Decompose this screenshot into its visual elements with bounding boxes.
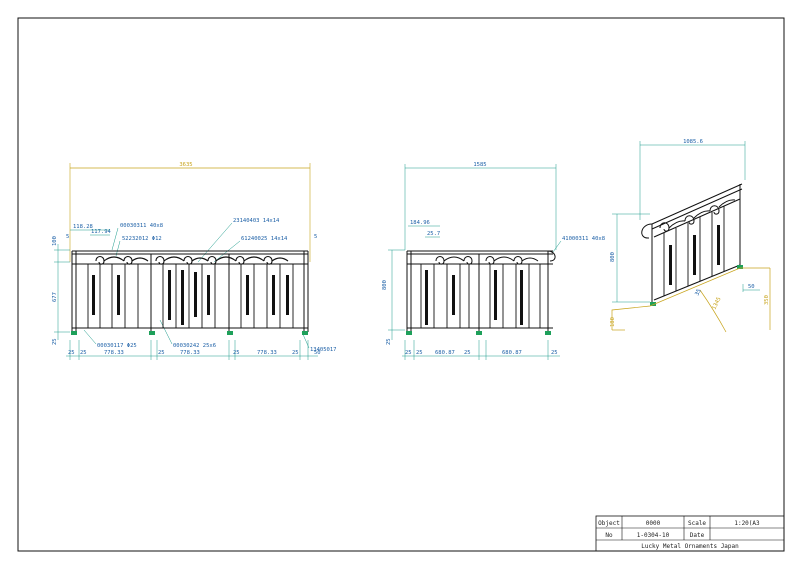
front-offset-b: 117.94 bbox=[91, 229, 112, 235]
front-height-mid: 677 bbox=[52, 292, 58, 302]
front-part-panel: 23140403 14x14 bbox=[233, 218, 280, 224]
front-dim-3: 25 bbox=[158, 350, 165, 356]
scale-value: 1:20(A3 bbox=[734, 520, 760, 527]
front-part-spindle: 61240025 14x14 bbox=[241, 236, 288, 242]
front-part-bottom-rail: 00030242 25x6 bbox=[173, 343, 216, 349]
side-dim-1: 25 bbox=[416, 350, 423, 356]
stair-run: 1345 bbox=[711, 296, 722, 311]
front-margin-left: 5 bbox=[66, 234, 69, 240]
scale-label: Scale bbox=[688, 520, 706, 527]
side-offset: 184.96 bbox=[410, 220, 430, 226]
object-value: 0000 bbox=[646, 520, 661, 527]
front-margin-right: 5 bbox=[314, 234, 317, 240]
side-dim-2: 680.87 bbox=[435, 350, 455, 356]
side-margin: 25.7 bbox=[427, 231, 440, 237]
front-part-post: 00030117 Φ25 bbox=[97, 343, 137, 349]
side-dim-5: 25 bbox=[551, 350, 558, 356]
date-label: Date bbox=[690, 532, 705, 539]
front-part-scroll: 52232012 Φ12 bbox=[122, 236, 162, 242]
stair-rise: 350 bbox=[764, 295, 770, 305]
stair-angle: 35 bbox=[694, 288, 702, 297]
no-value: 1-0304-10 bbox=[637, 532, 670, 539]
side-view: 1585 184.96 25.7 41000311 40x8 800 25 bbox=[382, 162, 605, 360]
company-name: Lucky Metal Ornaments Japan bbox=[641, 543, 739, 550]
side-dim-3: 25 bbox=[464, 350, 471, 356]
stair-base-height: 180 bbox=[610, 317, 616, 327]
side-dim-0: 25 bbox=[405, 350, 412, 356]
title-block: Object 0000 Scale 1:20(A3 No 1-0304-10 D… bbox=[595, 515, 785, 552]
side-dim-4: 680.87 bbox=[502, 350, 522, 356]
side-part-top-rail: 41000311 40x8 bbox=[562, 236, 605, 242]
front-dim-7: 25 bbox=[292, 350, 299, 356]
front-view: 3635 118.28 117.94 5 5 00030311 40x8 522… bbox=[52, 162, 337, 360]
side-height-total: 800 bbox=[382, 280, 388, 290]
front-part-top-rail: 00030311 40x8 bbox=[120, 223, 163, 229]
front-dim-6: 778.33 bbox=[257, 350, 277, 356]
front-dim-1: 25 bbox=[80, 350, 87, 356]
sheet-border bbox=[17, 17, 785, 552]
front-dim-2: 778.33 bbox=[104, 350, 124, 356]
side-height-bottom: 25 bbox=[386, 338, 392, 345]
front-height-bottom: 25 bbox=[52, 338, 58, 345]
object-label: Object bbox=[598, 520, 620, 527]
stair-view: 1085.6 800 bbox=[610, 139, 771, 333]
front-dim-4: 778.33 bbox=[180, 350, 200, 356]
front-offset-a: 118.28 bbox=[73, 224, 93, 230]
no-label: No bbox=[605, 532, 613, 539]
front-dim-8: 50 bbox=[314, 350, 321, 356]
front-height-top: 100 bbox=[52, 236, 58, 246]
stair-overall-dimension: 1085.6 bbox=[683, 139, 703, 145]
side-overall-dimension: 1585 bbox=[473, 162, 486, 168]
stair-rail-height: 800 bbox=[610, 252, 616, 262]
front-overall-dimension: 3635 bbox=[179, 162, 192, 168]
front-dim-0: 25 bbox=[68, 350, 75, 356]
front-dim-5: 25 bbox=[233, 350, 240, 356]
front-part-foot: 13405017 bbox=[310, 347, 337, 353]
stair-step-width: 50 bbox=[748, 284, 755, 290]
